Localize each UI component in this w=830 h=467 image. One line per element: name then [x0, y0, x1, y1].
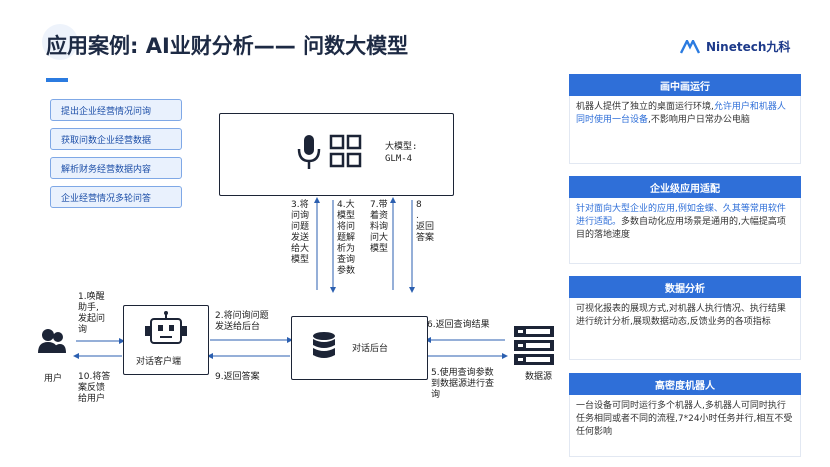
edge-step10: 10.将答 案反馈 给用户: [78, 372, 111, 404]
server-icon: [514, 326, 554, 365]
panel-3-text: 可视化报表的展现方式,对机器人执行情况、执行结果进行统计分析,展现数据动态,反馈…: [576, 304, 786, 327]
panel-3-body: 可视化报表的展现方式,对机器人执行情况、执行结果进行统计分析,展现数据动态,反馈…: [569, 298, 801, 360]
panel-2-body: 针对面向大型企业的应用,例如金蝶、久其等常用软件进行适配。多数自动化应用场景是通…: [569, 198, 801, 264]
user-icon: [38, 329, 66, 353]
step-2: 获取问数企业经营数据: [50, 128, 182, 150]
logo: Ninetech九科: [680, 38, 790, 55]
panel-1-highlight: 允许用户和机器人同时使用一台设备: [576, 102, 786, 125]
panel-4-text: 一台设备可同时运行多个机器人,多机器人可同时执行任务相同或者不同的流程,7*24…: [576, 401, 793, 437]
title-underline: [46, 78, 68, 82]
database-icon: [313, 332, 335, 358]
panel-1-text-post: ,不影响用户日常办公电脑: [648, 115, 750, 125]
edge-step6: 6.返回查询结果: [427, 320, 490, 330]
panel-1-text: 机器人提供了独立的桌面运行环境,: [576, 102, 714, 112]
datasource-label: 数据源: [525, 372, 553, 382]
edge-step2: 2.将问询问题 发送给后台: [215, 311, 269, 332]
mic-grid-icon: [297, 134, 362, 169]
panel-3-head: 数据分析: [569, 276, 801, 298]
label-step3: 3.将 问询 问题 发送 给大 模型: [291, 200, 310, 265]
client-label: 对话客户端: [136, 357, 182, 367]
step-1: 提出企业经营情况问询: [50, 99, 182, 121]
llm-label: 大模型: GLM-4: [385, 142, 418, 164]
label-step4: 4.大 模型 将问 题解 析为 查询 参数: [337, 200, 356, 276]
page-title: 应用案例: AI业财分析—— 问数大模型: [46, 34, 409, 58]
panel-1-body: 机器人提供了独立的桌面运行环境,允许用户和机器人同时使用一台设备,不影响用户日常…: [569, 96, 801, 164]
ninetech-logo-icon: [680, 39, 701, 54]
panel-1-head: 画中画运行: [569, 74, 801, 96]
user-label: 用户: [44, 374, 63, 384]
step-3: 解析财务经营数据内容: [50, 157, 182, 179]
panel-4-head: 高密度机器人: [569, 373, 801, 395]
label-step7: 7.带 着资 料询 问大 模型: [370, 200, 389, 254]
title-decoration: [42, 24, 78, 60]
panel-4-body: 一台设备可同时运行多个机器人,多机器人可同时执行任务相同或者不同的流程,7*24…: [569, 395, 801, 457]
edge-step9: 9.返回答案: [215, 372, 260, 382]
step-4: 企业经营情况多轮问答: [50, 186, 182, 208]
panel-2-head: 企业级应用适配: [569, 176, 801, 198]
panel-2-text-post: 多数自动化应用场景是通用的,大幅提高项目的落地速度: [576, 217, 786, 240]
backend-label: 对话后台: [352, 344, 389, 354]
robot-icon: [145, 311, 187, 344]
edge-step1: 1.唤醒 助手, 发起问 询: [78, 292, 106, 335]
label-step8: 8 . 返回 答案: [416, 200, 435, 243]
panel-2-highlight: 针对面向大型企业的应用,例如金蝶、久其等常用软件进行适配。: [576, 204, 786, 227]
edge-step5: 5.使用查询参数 到数据源进行查 询: [431, 368, 495, 400]
logo-text: Ninetech九科: [706, 40, 791, 54]
backend-box: [291, 316, 428, 380]
